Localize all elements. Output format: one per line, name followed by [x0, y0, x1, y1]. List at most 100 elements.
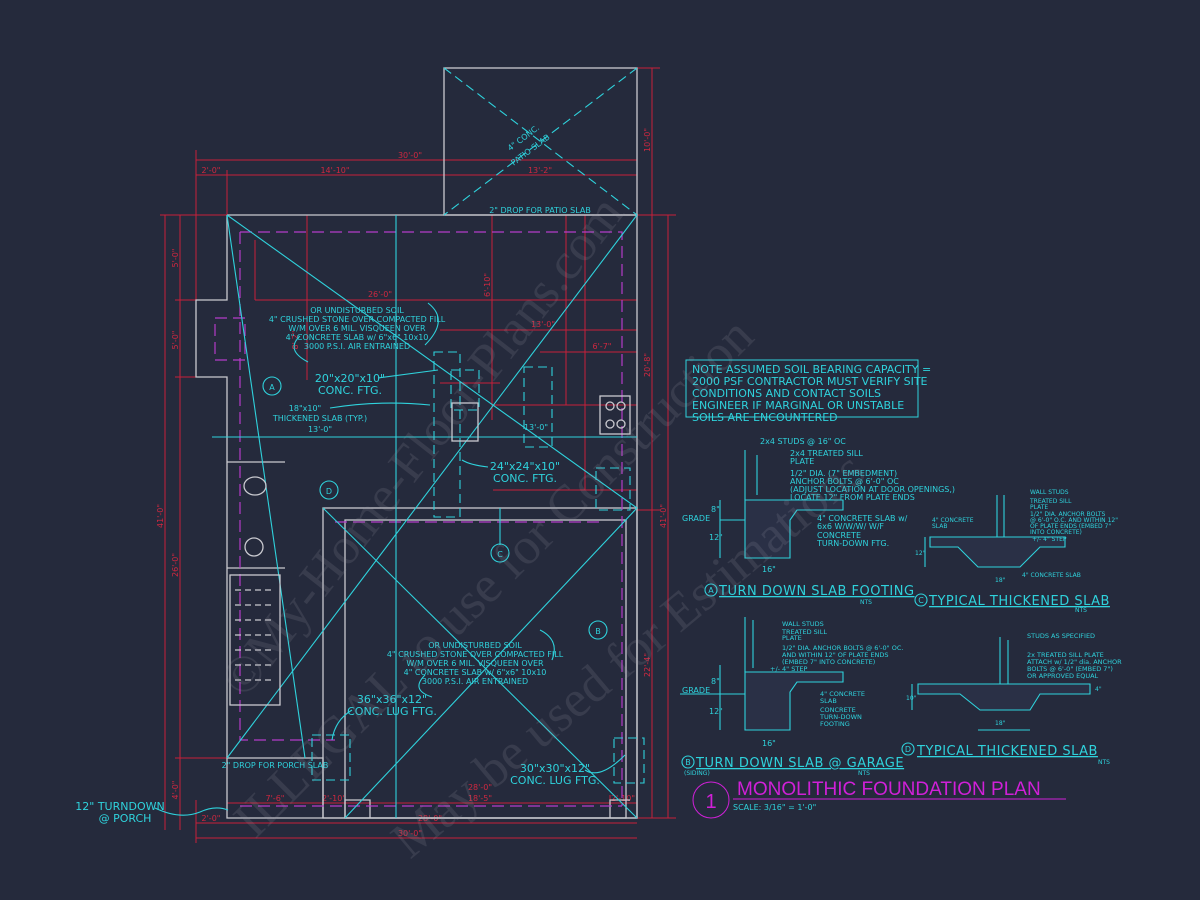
equipment-pad	[599, 395, 631, 435]
detail-subtitle: (SIDING)	[684, 770, 710, 777]
plan-number: 1	[705, 791, 716, 813]
stair	[229, 574, 281, 706]
detail-label: WALL STUDS	[782, 620, 824, 628]
note-line: OR UNDISTURBED SOIL	[428, 641, 522, 650]
detail-label: OR APPROVED EQUAL	[1027, 672, 1099, 680]
note-line: 3000 P.S.I. AIR ENTRAINED	[422, 677, 528, 686]
slab-diagonals	[212, 214, 638, 819]
dim-label: 12"	[709, 533, 723, 542]
callout-text: 36"x36"x12"	[357, 693, 427, 706]
detail-label: 2x TREATED SILL PLATE	[1027, 651, 1104, 659]
dim-label: 4"	[1095, 686, 1102, 693]
dim-label: 2'-10"	[611, 794, 635, 803]
detail-label: OF PLATE ENDS (EMBED 7"	[1030, 523, 1111, 530]
dim-label: 41'-0"	[659, 504, 668, 528]
note-line: 3000 P.S.I. AIR ENTRAINED	[304, 342, 410, 351]
detail-label: +/- 4" STEP	[1032, 536, 1067, 543]
detail-title: TYPICAL THICKENED SLAB	[928, 594, 1110, 609]
detail-label: 1/2" DIA. ANCHOR BOLTS @ 6'-0" OC.	[782, 644, 903, 652]
detail-label: STUDS AS SPECIFIED	[1027, 632, 1095, 640]
detail-label: TURN-DOWN	[819, 713, 862, 721]
dim-label: 5'-0"	[171, 331, 180, 350]
dim-label: 16"	[762, 565, 776, 574]
note-line: 2000 PSF CONTRACTOR MUST VERIFY SITE	[692, 375, 928, 388]
detail-label: WALL STUDS	[1030, 489, 1069, 496]
dim-label: 16"	[762, 739, 776, 748]
detail-label: TREATED SILL	[781, 628, 827, 636]
detail-a-turn-down-slab-footing: 2x4 STUDS @ 16" OC 2x4 TREATED SILL PLAT…	[682, 437, 955, 606]
nts-label: NTS	[860, 599, 872, 606]
detail-b-turn-down-slab-garage: WALL STUDS TREATED SILL PLATE 1/2" DIA. …	[680, 617, 904, 777]
dim-label: 30'-0"	[398, 829, 422, 838]
detail-label: 4" CONCRETE	[932, 517, 974, 524]
dim-label: 7'-6"	[266, 794, 285, 803]
note-line: OR UNDISTURBED SOIL	[310, 306, 404, 315]
callout-text: CONC. LUG FTG.	[347, 705, 437, 718]
plan-scale: SCALE: 3/16" = 1'-0"	[733, 803, 816, 812]
detail-title: TYPICAL THICKENED SLAB	[916, 744, 1098, 759]
water-heater	[244, 537, 264, 557]
plan-title-block: 1 MONOLITHIC FOUNDATION PLAN SCALE: 3/16…	[692, 779, 1066, 819]
detail-label: TREATED SILL	[1029, 498, 1072, 505]
detail-label: SLAB	[932, 523, 948, 530]
note-line: 4" CRUSHED STONE OVER COMPACTED FILL	[387, 650, 564, 659]
callout-text: 12" TURNDOWN	[75, 800, 164, 813]
dim-label: 4'-0"	[171, 781, 180, 800]
detail-label: BOLTS @ 6'-0" (EMBED 7")	[1027, 665, 1113, 673]
detail-label: SLAB	[820, 697, 837, 705]
patio-diagonals: 4" CONC. PATIO SLAB 2" DROP FOR PATIO SL…	[443, 67, 638, 216]
detail-label: PLATE	[1030, 504, 1048, 511]
footing-callouts: 20"x20"x10" CONC. FTG. 18"x10" THICKENED…	[75, 369, 626, 825]
dim-label: 30'-0"	[398, 151, 422, 160]
grade-label: GRADE	[682, 514, 710, 523]
dim-label: 6'-10"	[483, 273, 492, 297]
detail-title: TURN DOWN SLAB @ GARAGE	[695, 756, 904, 771]
dim-label: 6'-7"	[593, 342, 612, 351]
detail-label: 2x4 TREATED SILL	[790, 449, 863, 458]
dim-label: 13'-2"	[528, 166, 552, 175]
dim-label: 41'-0"	[156, 504, 165, 528]
dim-label: 2'-0"	[202, 814, 221, 823]
slab-note-upper: OR UNDISTURBED SOIL 4" CRUSHED STONE OVE…	[269, 302, 446, 363]
section-mark-d: D	[326, 487, 332, 496]
section-mark-c: C	[497, 550, 503, 559]
porch-drop-note: 2" DROP FOR PORCH SLAB	[222, 761, 329, 770]
dimension-labels: 30'-0" 2'-0" 14'-10" 13'-2" 26'-0" 13'-0…	[156, 128, 668, 838]
nts-label: NTS	[858, 770, 870, 777]
detail-label: 6x6 W/W/W/ W/F	[817, 522, 884, 531]
detail-mark: A	[708, 586, 714, 595]
note-line: 4" CRUSHED STONE OVER COMPACTED FILL	[269, 315, 446, 324]
callout-text: 13'-0"	[308, 425, 332, 434]
detail-label: @ 6'-0" O.C. AND WITHIN 12"	[1030, 517, 1118, 524]
dim-label: 26'-0"	[171, 553, 180, 577]
slab-outline	[195, 67, 638, 819]
detail-label: CONCRETE	[820, 706, 856, 714]
footing-outline	[523, 366, 553, 448]
nts-label: NTS	[1075, 607, 1087, 614]
dim-label: 13'-0"	[531, 320, 555, 329]
detail-label: ANCHOR BOLTS @ 6'-0" OC	[790, 477, 899, 486]
detail-mark: D	[905, 745, 911, 754]
detail-label: ATTACH w/ 1/2" dia. ANCHOR	[1027, 658, 1122, 666]
note-line: 4" CONCRETE SLAB w/ 6"x6" 10x10	[286, 333, 429, 342]
nts-label: NTS	[1098, 759, 1110, 766]
note-line: 4" CONCRETE SLAB w/ 6"x6" 10x10	[404, 668, 547, 677]
detail-label: TURN-DOWN FTG.	[816, 539, 889, 548]
slab-note-lower: OR UNDISTURBED SOIL 4" CRUSHED STONE OVE…	[387, 629, 564, 698]
detail-label: LOCATE 12" FROM PLATE ENDS	[790, 493, 915, 502]
detail-label: PLATE	[790, 457, 814, 466]
detail-label: 1/2" DIA. (7" EMBEDMENT)	[790, 469, 897, 478]
detail-label: +/- 4" STEP	[770, 665, 807, 673]
sink-fixture	[243, 476, 267, 496]
callout-text: @ PORCH	[99, 812, 152, 825]
dim-label: 26'-0"	[368, 290, 392, 299]
dim-label: 18"	[995, 577, 1006, 584]
callout-text: 30"x30"x12"	[520, 762, 590, 775]
detail-label: (EMBED 7" INTO CONCRETE)	[782, 658, 875, 666]
callout-text: THICKENED SLAB (TYP.)	[272, 414, 367, 423]
dim-label: 12"	[915, 550, 926, 557]
callout-text: CONC. FTG.	[318, 384, 382, 397]
note-line: W/M OVER 6 MIL. VISQUEEN OVER	[288, 324, 426, 333]
note-line: NOTE ASSUMED SOIL BEARING CAPACITY =	[692, 363, 931, 376]
dim-label: 18'-5"	[468, 794, 492, 803]
